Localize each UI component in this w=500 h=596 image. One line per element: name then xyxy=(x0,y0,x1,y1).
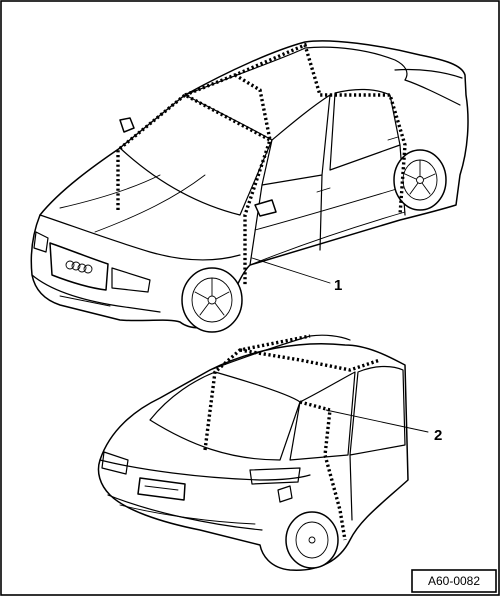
side-window-front xyxy=(261,94,331,186)
callout-label-2: 2 xyxy=(434,427,442,444)
seal-path-top xyxy=(116,42,407,285)
door-handle-front xyxy=(316,187,331,193)
tail-light-right xyxy=(249,467,301,485)
car-front-view: 1 xyxy=(30,40,469,333)
headlight-right xyxy=(111,267,151,293)
side-window-rear xyxy=(329,88,401,171)
rear-window xyxy=(149,371,301,461)
fuel-flap xyxy=(277,485,293,503)
four-rings-badge xyxy=(65,260,93,274)
door-handle-rear xyxy=(387,136,399,141)
car-rear-view: 2 xyxy=(97,334,442,571)
license-plate xyxy=(137,477,186,501)
headlight-left xyxy=(33,231,49,253)
side-mirror-right xyxy=(254,199,277,217)
figure-reference: A60-0082 xyxy=(428,574,480,588)
callout-label-1: 1 xyxy=(334,277,342,294)
leader-line-1 xyxy=(251,257,331,284)
side-mirror-left xyxy=(119,117,135,133)
quarter-window xyxy=(289,371,356,461)
tail-light-left xyxy=(101,451,129,475)
rear-door-window xyxy=(349,365,406,456)
figure-reference-box: A60-0082 xyxy=(411,569,497,593)
rear-wheel xyxy=(393,149,447,211)
front-wheel xyxy=(181,267,243,333)
seal-path-bottom xyxy=(203,334,381,541)
rear-view-wheel xyxy=(285,511,339,569)
front-grille xyxy=(49,242,109,291)
leader-line-2 xyxy=(325,409,429,433)
